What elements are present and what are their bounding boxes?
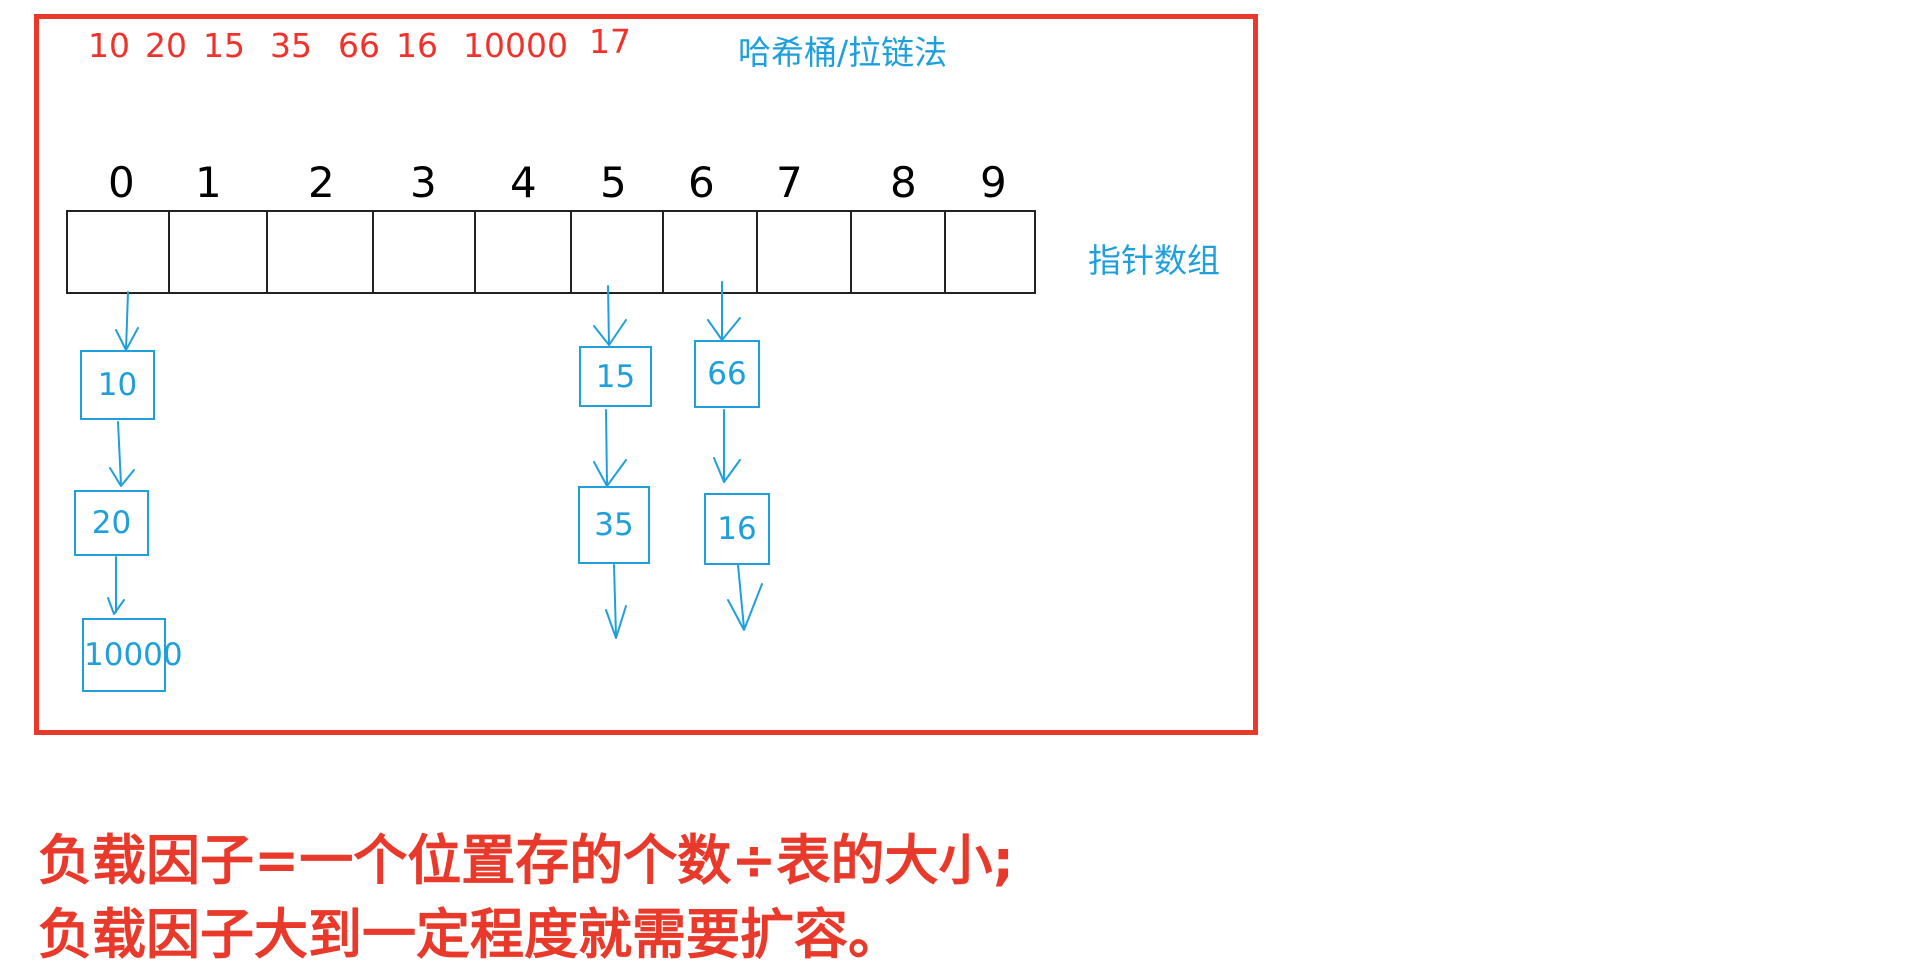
link-arrow-head — [707, 317, 741, 341]
link-arrow — [605, 409, 608, 485]
sequence-value: 10000 — [463, 26, 568, 65]
array-index: 2 — [308, 158, 335, 207]
sequence-value: 10 — [88, 26, 130, 65]
link-arrow-head — [713, 457, 741, 483]
link-arrow-head — [727, 583, 763, 631]
link-arrow-head — [605, 605, 627, 639]
array-index: 3 — [410, 158, 437, 207]
array-cell — [944, 210, 1036, 294]
array-index: 0 — [108, 158, 135, 207]
array-index: 5 — [600, 158, 627, 207]
array-index: 9 — [980, 158, 1007, 207]
pointer-array-label: 指针数组 — [1088, 241, 1220, 280]
load-factor-rehash-note: 负载因子大到一定程度就需要扩容。 — [38, 903, 902, 966]
link-arrow — [117, 421, 122, 486]
sequence-value: 17 — [589, 22, 631, 61]
array-index: 7 — [776, 158, 803, 207]
sequence-value: 20 — [145, 26, 187, 65]
sequence-value: 66 — [338, 26, 380, 65]
link-arrow — [607, 285, 610, 346]
bucket-node: 20 — [74, 490, 149, 556]
sequence-value: 35 — [270, 26, 312, 65]
load-factor-definition: 负载因子=一个位置存的个数÷表的大小; — [38, 829, 1015, 892]
link-arrow — [737, 564, 745, 629]
array-index: 1 — [195, 158, 222, 207]
array-index: 8 — [890, 158, 917, 207]
bucket-node: 66 — [694, 340, 760, 408]
link-arrow — [125, 291, 129, 351]
bucket-node: 35 — [578, 486, 650, 564]
sequence-value: 16 — [396, 26, 438, 65]
sequence-value: 15 — [203, 26, 245, 65]
diagram-frame — [34, 14, 1258, 735]
bucket-node: 16 — [704, 493, 770, 565]
link-arrow-head — [107, 597, 125, 615]
link-arrow-head — [109, 467, 135, 487]
link-arrow — [613, 564, 617, 637]
diagram-title: 哈希桶/拉链法 — [738, 33, 948, 72]
link-arrow-head — [593, 459, 627, 487]
array-index: 6 — [688, 158, 715, 207]
bucket-node: 15 — [579, 346, 652, 407]
bucket-node: 10 — [80, 350, 155, 420]
link-arrow-head — [115, 327, 139, 351]
array-index: 4 — [510, 158, 537, 207]
link-arrow-head — [593, 319, 627, 346]
